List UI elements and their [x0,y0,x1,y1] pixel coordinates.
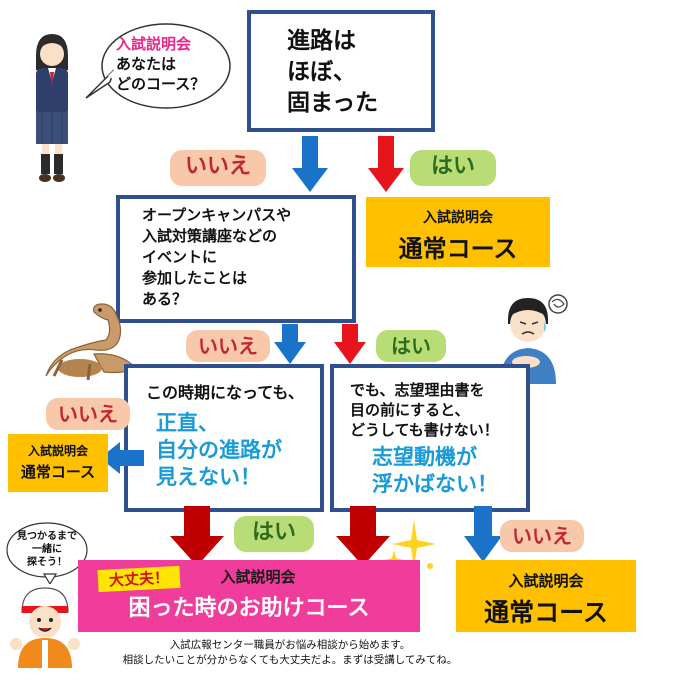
arrow-down-blue [274,324,306,364]
question-2-line: 参加したことは [142,269,248,287]
speech-title: 入試説明会 [116,35,192,53]
course-caption: 入試説明会 [423,210,493,226]
footer-note: 入試広報センター職員がお悩み相談から始めます。 相談したいことが分からなくても大… [80,638,500,668]
course-name: 通常コース [20,463,96,481]
question-box-1: 進路は ほぼ、 固まった [247,10,435,132]
course-caption: 入試説明会 [508,572,584,590]
label-yes: はい [234,516,314,552]
course-name: 困った時のお助けコース [128,596,370,621]
question-3-highlight: 見えない！ [156,465,261,489]
course-caption: 入試説明会 [27,444,88,458]
course-normal-box: 入試説明会 通常コース [456,560,636,632]
question-3-line: この時期になっても、 [146,383,304,402]
label-no: いいえ [170,150,266,186]
question-1-line: ほぼ、 [287,59,356,85]
arrow-down-red [368,136,404,192]
course-caption: 入試説明会 [220,568,296,586]
question-box-3: この時期になっても、 正直、 自分の進路が 見えない！ [124,364,324,512]
question-box-4: でも、志望理由書を 目の前にすると、 どうしても書けない！ 志望動機が 浮かばな… [330,364,530,512]
reassurance-badge: 大丈夫！ [97,565,181,593]
question-2-line: 入試対策講座などの [142,227,278,245]
course-name: 通常コース [484,598,608,627]
course-name: 通常コース [398,235,518,263]
course-normal-box: 入試説明会 通常コース [8,434,108,492]
speech-bubble: 入試説明会 あなたは どのコース？ [84,20,234,116]
dinosaur-illustration [40,290,145,385]
arrow-down-blue [464,506,502,562]
arrow-down-darkred [336,506,390,566]
question-1-line: 進路は [287,28,356,54]
arrow-down-red [334,324,366,364]
student-illustration [22,30,82,190]
label-no: いいえ [46,398,130,430]
question-2-line: ある？ [142,290,188,308]
question-4-highlight: 志望動機が [372,445,477,469]
question-4-line: どうしても書けない！ [350,421,499,439]
question-2-line: オープンキャンパスや [142,206,292,224]
question-4-line: でも、志望理由書を [350,381,485,399]
course-normal-box: 入試説明会 通常コース [366,197,550,267]
label-no: いいえ [500,520,584,552]
question-3-highlight: 正直、 [156,411,219,435]
speech-line: どのコース？ [116,75,206,93]
mascot-speech-line: 探そう！ [27,557,67,568]
footer-line: 相談したいことが分からなくても大丈夫だよ。まずは受講してみてね。 [122,654,458,666]
mascot-illustration [10,584,80,668]
label-yes: はい [376,330,446,362]
mascot-speech-bubble: 見つかるまで 一緒に 探そう！ [4,520,90,584]
arrow-left-blue [100,442,144,474]
question-3-highlight: 自分の進路が [156,438,282,462]
speech-line: あなたは [116,55,177,73]
mascot-speech-line: 見つかるまで [17,531,77,542]
question-box-2: オープンキャンパスや 入試対策講座などの イベントに 参加したことは ある？ [116,195,356,323]
mascot-speech-line: 一緒に [32,544,62,555]
label-yes: はい [410,150,496,186]
label-no: いいえ [186,330,270,362]
question-1-line: 固まった [287,90,379,116]
arrow-down-darkred [170,506,224,566]
arrow-down-blue [292,136,328,192]
footer-line: 入試広報センター職員がお悩み相談から始めます。 [169,639,411,651]
question-2-line: イベントに [142,248,218,266]
course-help-box: 大丈夫！ 入試説明会 困った時のお助けコース [78,560,420,632]
question-4-highlight: 浮かばない！ [372,472,498,496]
question-4-line: 目の前にすると、 [350,401,470,419]
